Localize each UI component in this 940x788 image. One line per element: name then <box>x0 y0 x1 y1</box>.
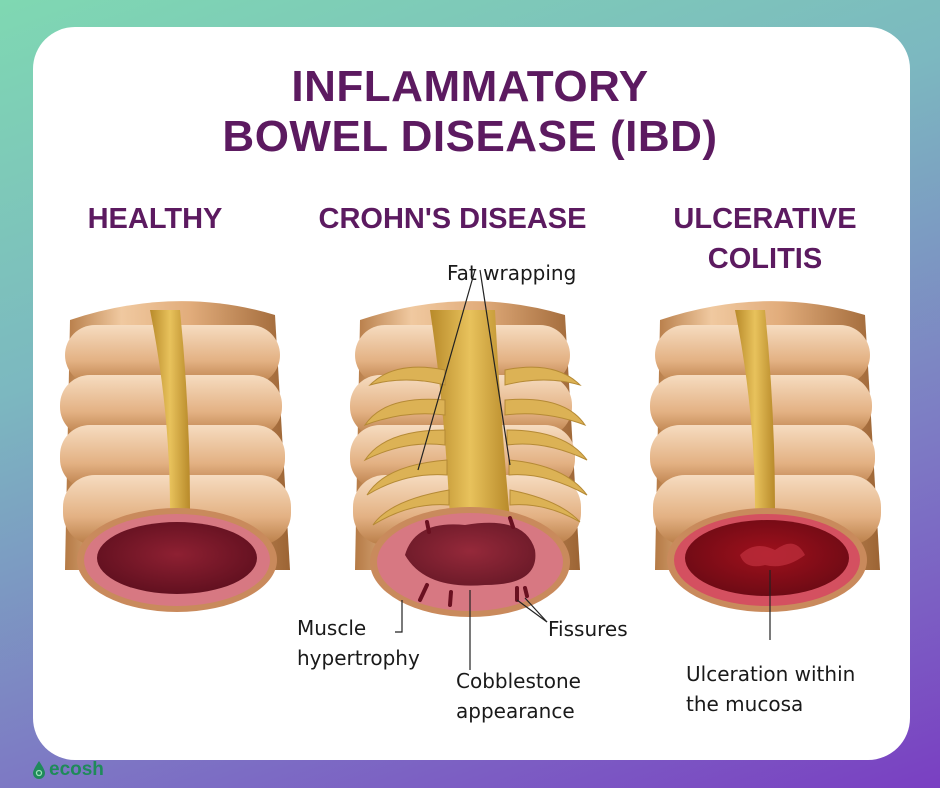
label-fissures: Fissures <box>548 617 628 641</box>
heading-healthy: HEALTHY <box>87 203 223 235</box>
ecosh-logo: ecosh <box>32 759 104 781</box>
label-fat-wrapping: Fat wrapping <box>447 261 577 285</box>
drop-icon <box>33 761 45 779</box>
heading-uc-line-1: ULCERATIVE <box>673 203 857 235</box>
logo-text: ecosh <box>49 759 104 780</box>
label-cobblestone-line-2: appearance <box>456 699 575 723</box>
page-title-line-2: BOWEL DISEASE (IBD) <box>222 112 718 161</box>
label-ulceration-line-1: Ulceration within <box>686 662 856 686</box>
label-cobblestone-line-1: Cobblestone <box>456 669 581 693</box>
label-ulceration-line-2: the mucosa <box>686 692 804 716</box>
label-muscle-line-1: Muscle <box>297 616 367 640</box>
heading-uc-line-2: COLITIS <box>707 243 823 275</box>
page-title-line-1: INFLAMMATORY <box>291 62 649 111</box>
uc-colon <box>650 301 881 640</box>
label-muscle-line-2: hypertrophy <box>297 646 420 670</box>
crohns-colon <box>350 269 588 670</box>
heading-crohns: CROHN'S DISEASE <box>318 203 587 235</box>
healthy-colon <box>60 301 291 612</box>
